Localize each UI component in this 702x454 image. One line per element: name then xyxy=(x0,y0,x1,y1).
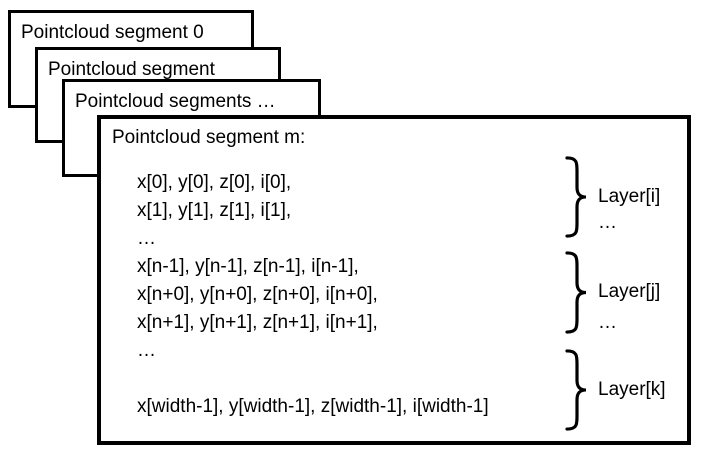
point-data-line: x[width-1], y[width-1], z[width-1], i[wi… xyxy=(137,396,489,417)
point-data-line: x[n+1], y[n+1], z[n+1], i[n+1], xyxy=(137,312,378,333)
segment-box-0-title: Pointcloud segment 0 xyxy=(21,22,204,43)
layer-j-label: Layer[j] xyxy=(598,281,661,302)
segment-box-m: Pointcloud segment m: x[0], y[0], z[0], … xyxy=(97,115,691,445)
segment-box-m-title: Pointcloud segment m: xyxy=(112,127,306,148)
point-data-line: x[n+0], y[n+0], z[n+0], i[n+0], xyxy=(137,284,378,305)
segment-box-2-title: Pointcloud segments … xyxy=(75,91,276,112)
point-data-line: x[0], y[0], z[0], i[0], xyxy=(137,172,292,193)
point-data-line: x[1], y[1], z[1], i[1], xyxy=(137,200,292,221)
layer-i-ellipsis: … xyxy=(598,212,617,233)
segment-box-1-title: Pointcloud segment xyxy=(48,59,215,80)
layer-i-label: Layer[i] xyxy=(598,186,661,207)
point-data-ellipsis: … xyxy=(137,340,156,361)
layer-k-label: Layer[k] xyxy=(598,379,666,400)
point-data-line: x[n-1], y[n-1], z[n-1], i[n-1], xyxy=(137,256,359,277)
curly-brace-icon xyxy=(565,251,587,334)
curly-brace-icon xyxy=(565,349,587,431)
curly-brace-icon xyxy=(565,156,587,238)
point-data-block: x[0], y[0], z[0], i[0], x[1], y[1], z[1]… xyxy=(137,169,489,421)
layer-j-ellipsis: … xyxy=(598,312,617,333)
point-data-ellipsis: … xyxy=(137,228,156,249)
point-data-blank-line xyxy=(137,365,489,393)
